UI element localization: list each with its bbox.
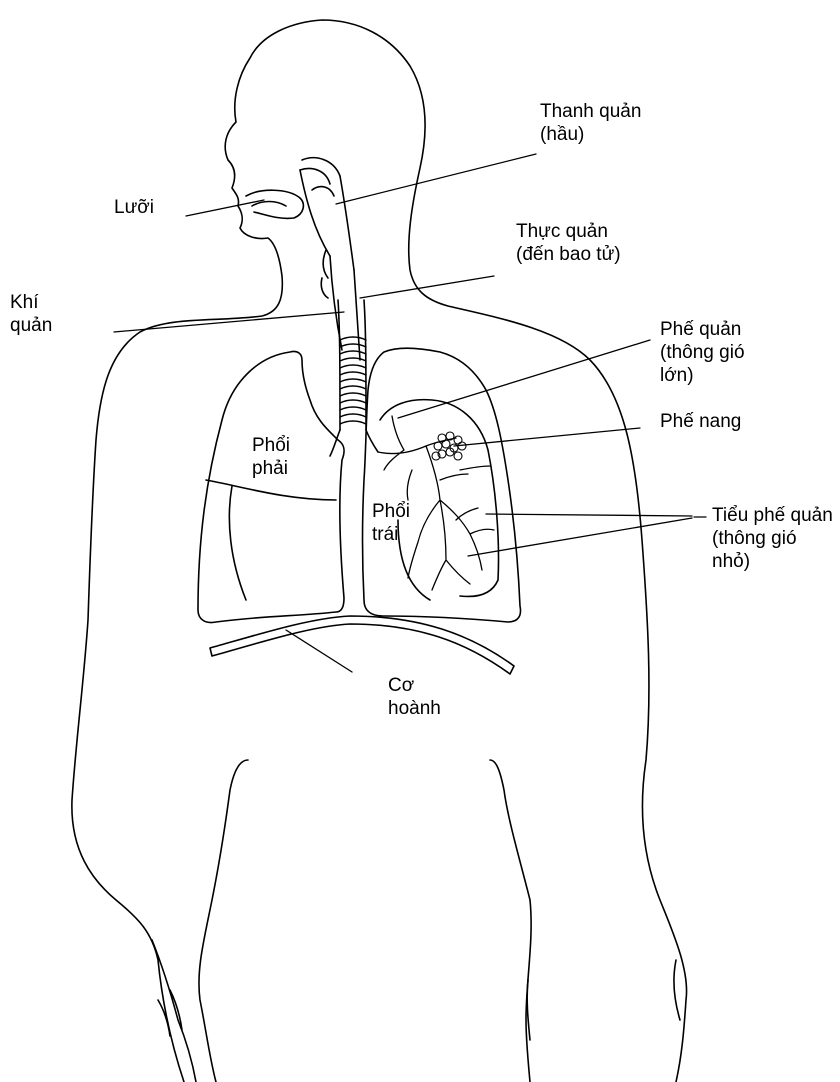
label-alveoli-line1: Phế nang: [660, 410, 741, 433]
trachea-bifurcation: [330, 430, 378, 456]
nasal-cavity: [300, 158, 340, 196]
label-alveoli: Phế nang: [660, 410, 741, 433]
label-diaphragm-line1: Cơ: [388, 674, 441, 697]
diaphragm-shape: [210, 616, 514, 674]
label-trachea-line1: Khí: [10, 291, 52, 314]
label-left-lung-line1: Phổi: [372, 500, 410, 523]
label-larynx: Thanh quản (hầu): [540, 100, 641, 146]
label-left-lung: Phổi trái: [372, 500, 410, 546]
label-tongue: Lưỡi: [114, 196, 154, 219]
right-lung-fissure-lower: [229, 486, 246, 600]
label-trachea: Khí quản: [10, 291, 52, 337]
leader-bronchioles-1: [486, 514, 692, 516]
leader-bronchioles-2: [468, 518, 692, 556]
label-bronchus-line1: Phế quản: [660, 318, 745, 341]
right-lung: [198, 351, 344, 622]
label-right-lung-line1: Phổi: [252, 434, 290, 457]
label-right-lung-line2: phải: [252, 457, 290, 480]
label-bronchioles: Tiểu phế quản (thông gió nhỏ): [712, 504, 833, 573]
left-hand: [527, 960, 680, 1040]
oral-cavity: [246, 190, 303, 218]
label-larynx-line2: (hầu): [540, 123, 641, 146]
label-diaphragm: Cơ hoành: [388, 674, 441, 720]
label-diaphragm-line2: hoành: [388, 697, 441, 720]
larynx-structure: [321, 250, 328, 298]
label-tongue-line1: Lưỡi: [114, 196, 154, 219]
pharynx: [300, 170, 354, 270]
leader-larynx: [336, 154, 536, 204]
label-bronchus: Phế quản (thông gió lớn): [660, 318, 745, 387]
label-esophagus-line1: Thực quản: [516, 220, 621, 243]
right-lung-fissure-upper: [206, 480, 336, 500]
label-esophagus-line2: (đến bao tử): [516, 243, 621, 266]
leader-esophagus: [360, 276, 494, 298]
leader-alveoli: [454, 428, 640, 446]
leader-tongue: [186, 200, 264, 216]
label-bronchioles-line2: (thông gió: [712, 527, 833, 550]
label-larynx-line1: Thanh quản: [540, 100, 641, 123]
label-left-lung-line2: trái: [372, 523, 410, 546]
label-trachea-line2: quản: [10, 314, 52, 337]
leader-trachea: [114, 312, 344, 332]
label-bronchioles-line3: nhỏ): [712, 550, 833, 573]
alveoli-cluster: [432, 432, 466, 460]
label-right-lung: Phổi phải: [252, 434, 290, 480]
label-bronchus-line2: (thông gió: [660, 341, 745, 364]
trachea-rings: [340, 337, 366, 424]
body-outline: [72, 20, 687, 1082]
label-bronchioles-line1: Tiểu phế quản: [712, 504, 833, 527]
label-bronchus-line3: lớn): [660, 364, 745, 387]
leader-diaphragm: [286, 630, 352, 672]
label-esophagus: Thực quản (đến bao tử): [516, 220, 621, 266]
